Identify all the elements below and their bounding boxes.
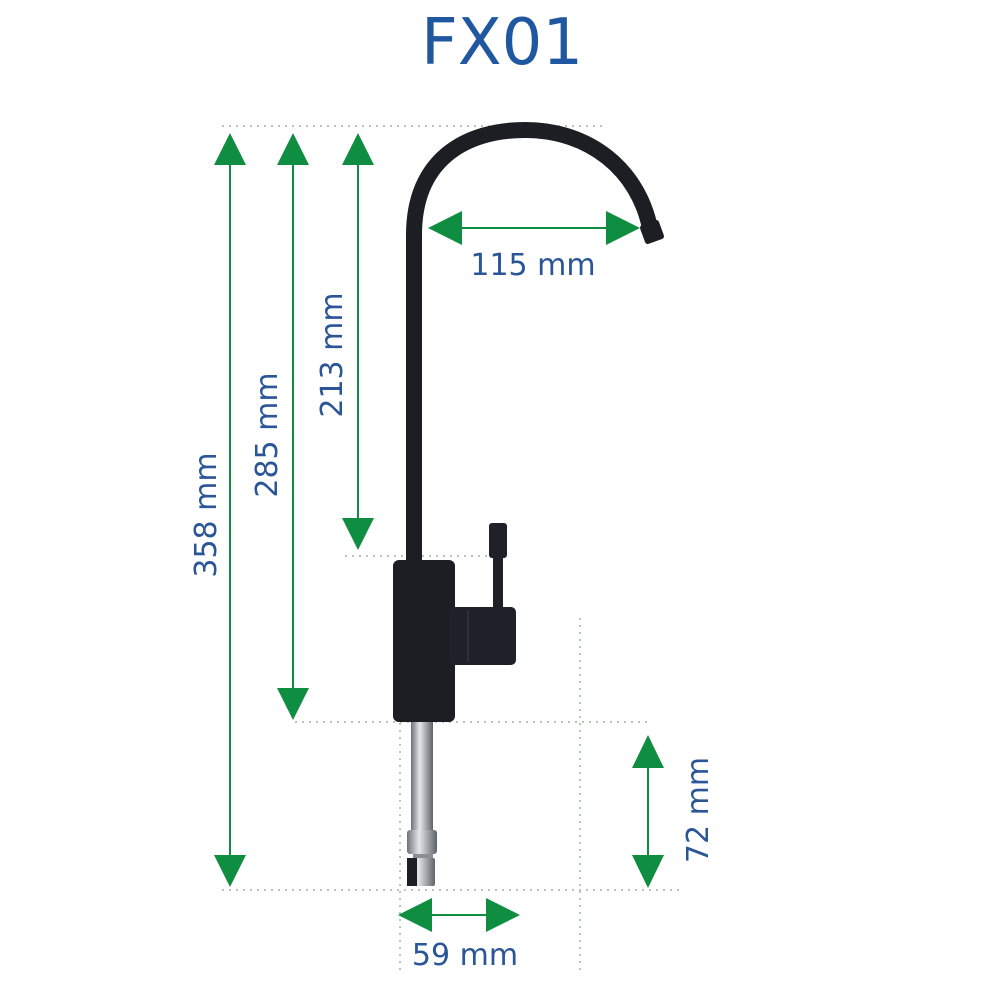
base-width-label: 59 mm: [412, 938, 518, 973]
spout-height-label: 285 mm: [250, 372, 285, 497]
dimension-total-height: 358 mm: [189, 133, 246, 887]
spout-reach-label: 115 mm: [470, 248, 595, 283]
total-height-label: 358 mm: [189, 452, 224, 577]
arrow-down-icon: [214, 855, 246, 887]
dimension-shank-length: 72 mm: [632, 735, 716, 888]
arrow-down-icon: [277, 688, 309, 720]
arrow-up-icon: [632, 735, 664, 768]
arrow-left-icon: [428, 211, 462, 245]
arrow-down-icon: [632, 855, 664, 888]
guide-lines: [222, 125, 680, 975]
dimension-spout-reach: 115 mm: [428, 211, 640, 283]
arrow-up-icon: [277, 133, 309, 165]
arrow-left-icon: [398, 898, 432, 932]
product-title: FX01: [421, 6, 583, 80]
dimension-spout-clearance: 213 mm: [315, 133, 374, 550]
arrow-right-icon: [486, 898, 520, 932]
arrow-down-icon: [342, 518, 374, 550]
dimension-spout-height: 285 mm: [250, 133, 309, 720]
spout-clearance-label: 213 mm: [315, 292, 350, 417]
dimension-base-width: 59 mm: [398, 898, 520, 973]
arrow-right-icon: [606, 211, 640, 245]
faucet-image: [393, 121, 664, 886]
shank-length-label: 72 mm: [681, 757, 716, 863]
arrow-up-icon: [342, 133, 374, 165]
arrow-up-icon: [214, 133, 246, 165]
